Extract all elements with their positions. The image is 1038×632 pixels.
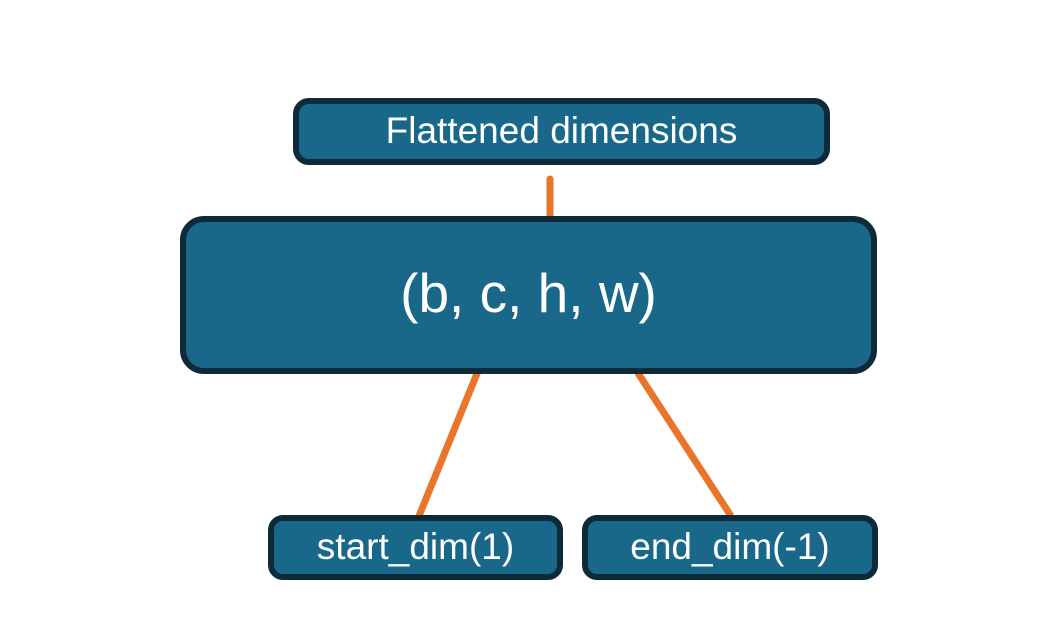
node-end-dim-label: end_dim(-1)	[630, 525, 830, 567]
node-flattened-dimensions[interactable]: Flattened dimensions	[293, 98, 830, 165]
node-start-dim-label: start_dim(1)	[316, 525, 515, 567]
start-dim-arrow-line	[415, 347, 491, 518]
node-flattened-dimensions-label: Flattened dimensions	[385, 109, 738, 151]
end-dim-arrow-line	[620, 348, 734, 518]
node-tensor-shape[interactable]: (b, c, h, w)	[180, 216, 877, 374]
node-end-dim[interactable]: end_dim(-1)	[582, 515, 878, 580]
node-tensor-shape-label: (b, c, h, w)	[400, 262, 657, 324]
node-start-dim[interactable]: start_dim(1)	[268, 515, 563, 580]
